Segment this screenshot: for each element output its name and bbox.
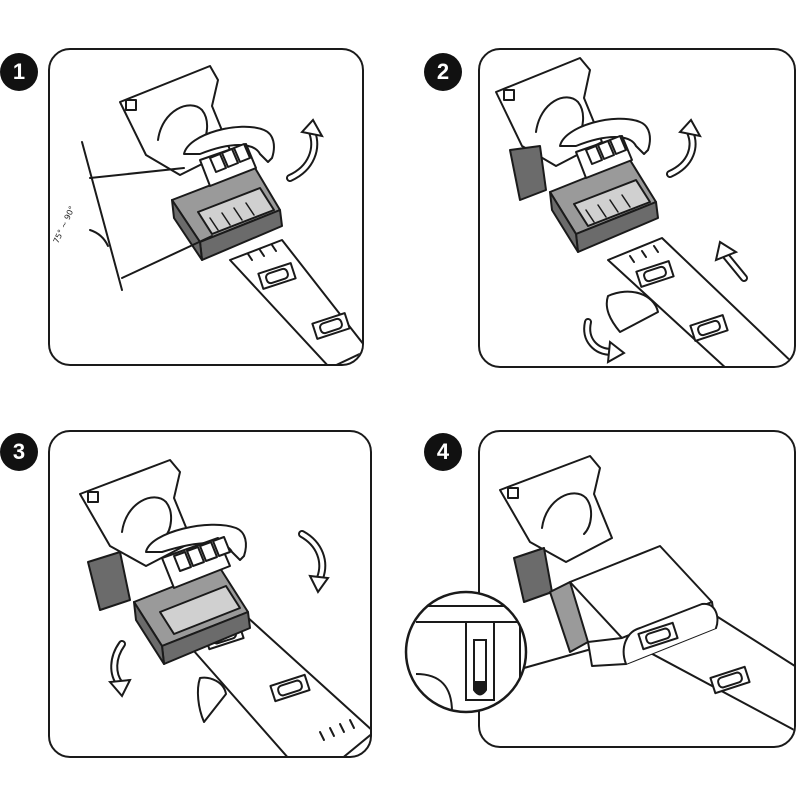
- connector-body: [87, 523, 251, 665]
- step-2-illustration: [495, 57, 794, 366]
- led-chip-icon: [311, 312, 351, 340]
- curved-arrow-icon: [286, 118, 324, 182]
- step-number-3: 3: [0, 433, 38, 471]
- step-3-panel: [48, 430, 372, 758]
- led-strip: [607, 237, 794, 366]
- straight-arrow-icon: [714, 240, 748, 282]
- angle-label: 75° ~ 90°: [52, 205, 77, 245]
- led-chip-icon: [637, 621, 679, 651]
- led-chip-icon: [635, 260, 675, 288]
- callout-line: [523, 649, 589, 669]
- led-chip-icon: [269, 673, 311, 703]
- curved-arrow-icon: [107, 640, 132, 698]
- step-number-1: 1: [0, 53, 38, 91]
- step-number-4: 4: [424, 433, 462, 471]
- strip-cut-guide: [605, 290, 659, 333]
- curved-arrow-icon: [583, 318, 626, 364]
- step-2-panel: [478, 48, 796, 368]
- connector-lid: [499, 455, 613, 563]
- curved-arrow-icon: [298, 530, 330, 594]
- led-chip-icon: [257, 262, 297, 290]
- curved-arrow-icon: [666, 118, 702, 178]
- led-chip-icon: [689, 314, 729, 342]
- connector-lid: [79, 459, 193, 567]
- connector-body: [509, 117, 659, 253]
- step-4-illustration: [499, 455, 794, 731]
- step-1-panel: 75° ~ 90°: [48, 48, 364, 366]
- step-1-illustration: 75° ~ 90°: [52, 65, 362, 364]
- connector-body-closed: [513, 545, 719, 667]
- step-3-illustration: [79, 459, 370, 756]
- step-number-2: 2: [424, 53, 462, 91]
- step-4-panel: [478, 430, 796, 748]
- angle-guide: [81, 141, 213, 291]
- led-chip-icon: [709, 665, 751, 695]
- connector-body: [171, 125, 283, 261]
- strip-cut-guide: [196, 676, 227, 723]
- led-strip: [229, 239, 362, 364]
